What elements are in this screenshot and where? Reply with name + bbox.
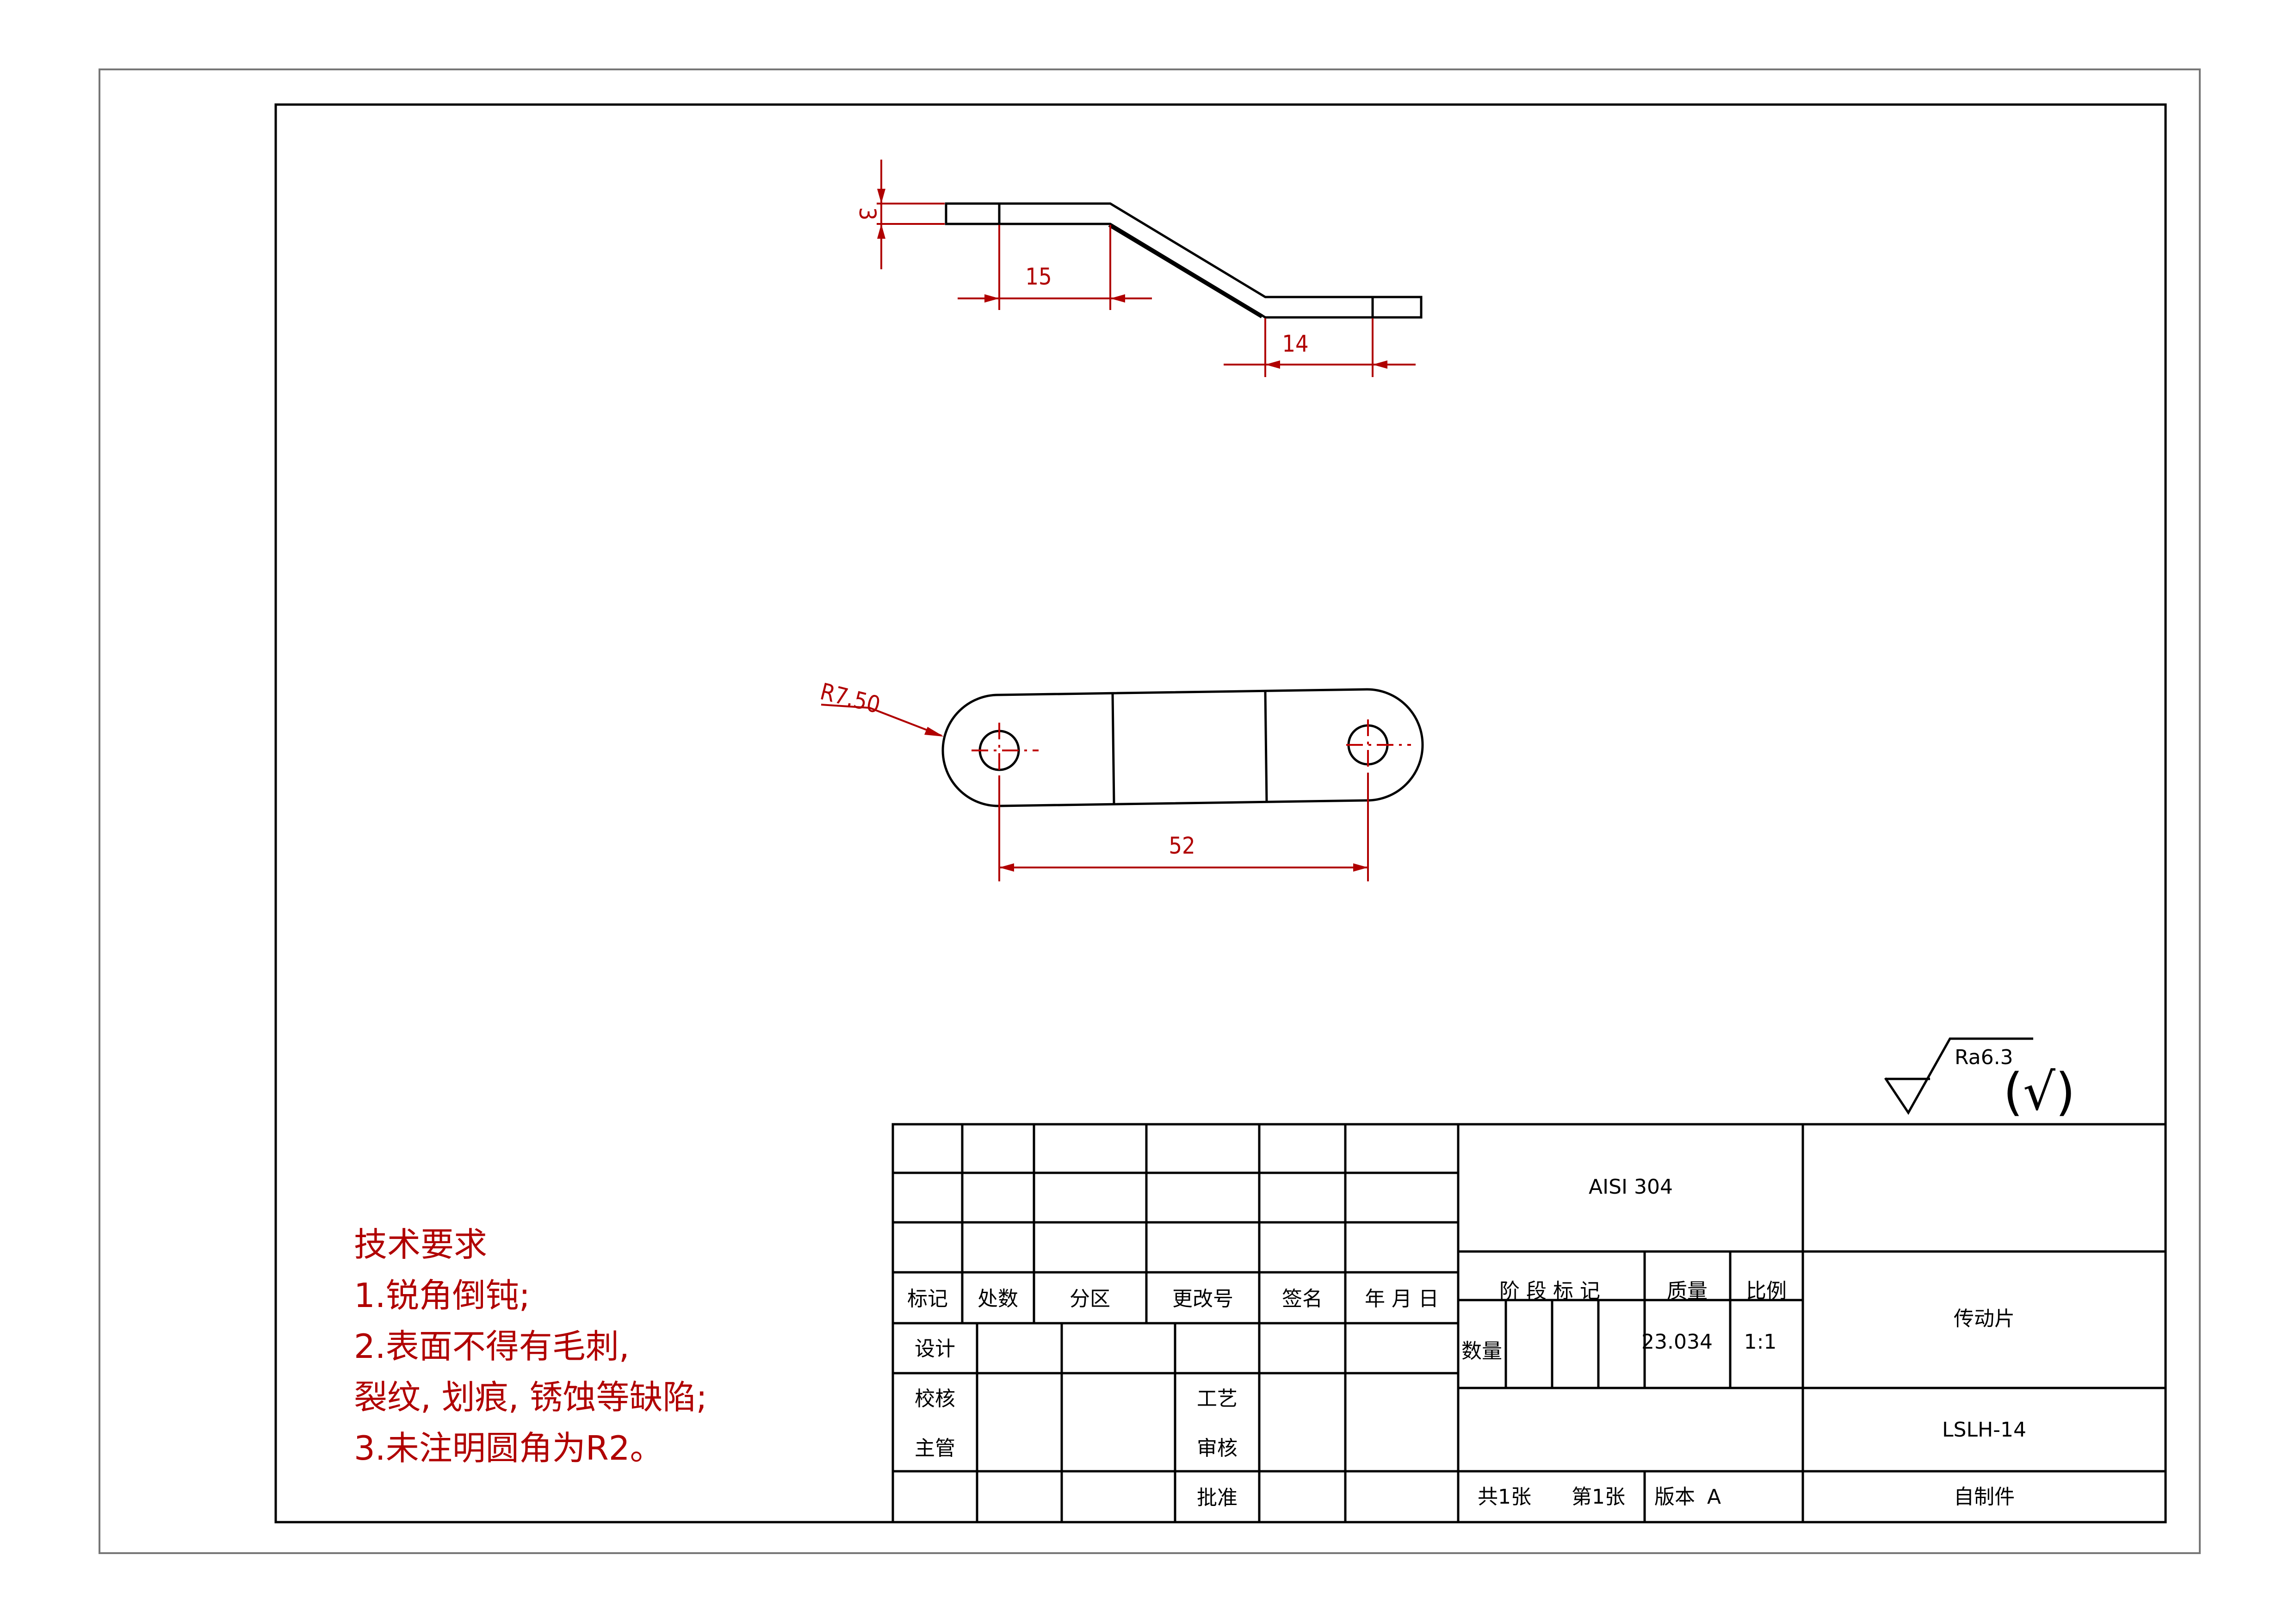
roughness-label: Ra6.3 [1955,1046,2013,1069]
header-change-no: 更改号 [1172,1287,1233,1311]
title-block: 标记 处数 分区 更改号 签名 年 月 日 设计 校核 主管 工艺 审核 批准 … [891,1123,2167,1524]
version-value: A [1707,1485,1721,1509]
stage-mark-label: 阶 段 标 记 [1499,1279,1600,1303]
role-process: 工艺 [1197,1387,1238,1411]
header-signature: 签名 [1282,1287,1323,1311]
header-mark: 标记 [907,1287,948,1311]
header-count: 处数 [978,1287,1018,1311]
version-label: 版本 [1654,1485,1695,1509]
roughness-general-symbol: (√) [2003,1062,2075,1121]
header-zone: 分区 [1070,1287,1110,1311]
dim-hole-spacing: 52 [998,773,1369,881]
source: 自制件 [1954,1485,2015,1509]
role-approve: 批准 [1197,1486,1238,1510]
quantity-label: 数量 [1461,1339,1502,1363]
role-supervisor: 主管 [915,1437,955,1460]
side-view [945,202,1423,319]
material: AISI 304 [1589,1175,1673,1199]
tech-req-line4: 3.未注明圆角为R2。 [354,1429,663,1468]
surface-finish-symbol: Ra6.3 (√) [1884,1037,2075,1121]
dim-flange-bottom-label: 14 [1282,330,1308,357]
outer-border [99,68,2201,1554]
dim-radius-label: R7.50 [817,678,883,719]
dim-hole-spacing-label: 52 [1169,832,1195,859]
dim-flange-top-label: 15 [1025,263,1052,290]
tech-req-line2: 2.表面不得有毛刺, [354,1327,630,1366]
tech-req-title: 技术要求 [354,1225,487,1264]
dim-radius: R7.50 [817,678,944,737]
dim-flange-top: 15 [958,225,1152,310]
dim-flange-bottom: 14 [1224,318,1416,377]
sheets-total: 共1张 [1478,1485,1531,1509]
sheet-no: 第1张 [1572,1485,1625,1509]
header-date: 年 月 日 [1365,1287,1439,1311]
role-design: 设计 [915,1337,955,1361]
scale-label: 比例 [1746,1279,1787,1303]
technical-requirements: 技术要求 1.锐角倒钝; 2.表面不得有毛刺, 裂纹, 划痕, 锈蚀等缺陷; 3… [354,1225,707,1468]
dim-thickness: 3 [854,160,945,269]
dim-thickness-label: 3 [854,207,881,221]
tech-req-line3: 裂纹, 划痕, 锈蚀等缺陷; [354,1378,707,1417]
part-name: 传动片 [1954,1307,2015,1331]
role-review: 审核 [1197,1437,1238,1460]
mass-label: 质量 [1667,1279,1708,1303]
top-view [941,688,1424,807]
scale-value: 1:1 [1744,1330,1777,1354]
mass-value: 23.034 [1641,1330,1713,1354]
role-check: 校核 [915,1387,955,1411]
drawing-no: LSLH-14 [1942,1418,2026,1442]
tech-req-line1: 1.锐角倒钝; [354,1276,530,1315]
